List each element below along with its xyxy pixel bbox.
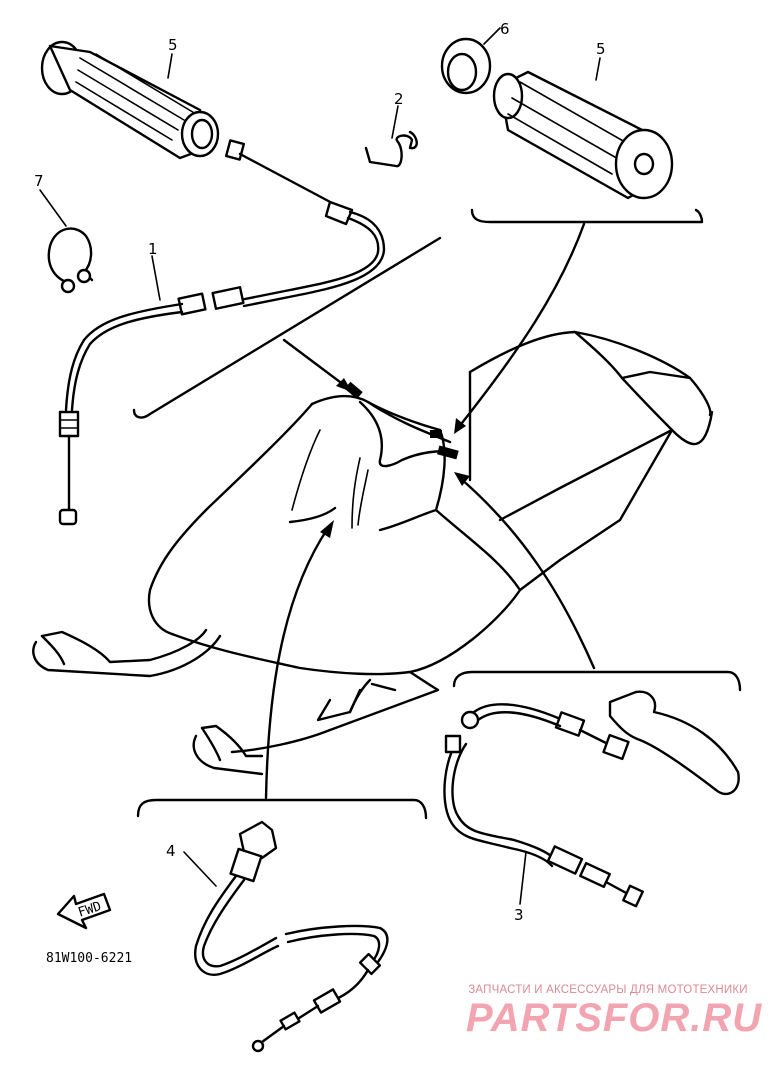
diagram-code: 81W100-6221 xyxy=(46,951,132,966)
callout-1: 1 xyxy=(148,240,158,258)
leader-lines xyxy=(39,27,601,905)
throttle-cable-1 xyxy=(58,139,386,526)
callout-5-left: 5 xyxy=(168,36,178,54)
clamp-7 xyxy=(47,227,94,294)
grip-left xyxy=(40,40,220,160)
group-brackets xyxy=(132,208,742,820)
brake-cable-3 xyxy=(443,690,740,908)
callout-6: 6 xyxy=(500,20,510,38)
callout-7: 7 xyxy=(34,172,44,190)
ring-6 xyxy=(440,37,492,95)
watermark-logo: PARTSFOR.RU xyxy=(466,996,763,1040)
callout-4: 4 xyxy=(166,842,176,860)
watermark: ЗАПЧАСТИ И АКСЕССУАРЫ ДЛЯ МОТОТЕХНИКИ PA… xyxy=(458,984,763,1040)
pointer-arrows xyxy=(264,222,596,800)
snowmobile-body xyxy=(32,330,714,776)
callout-2: 2 xyxy=(394,90,404,108)
forward-arrow-icon: FWD xyxy=(56,892,112,930)
grip-right xyxy=(492,70,674,200)
callout-3: 3 xyxy=(514,906,524,924)
callout-5-right: 5 xyxy=(596,40,606,58)
watermark-tagline: ЗАПЧАСТИ И АКСЕССУАРЫ ДЛЯ МОТОТЕХНИКИ xyxy=(468,984,748,996)
clip-2 xyxy=(364,130,418,168)
choke-cable-4 xyxy=(194,820,389,1053)
forward-arrow-label: FWD xyxy=(76,899,103,921)
